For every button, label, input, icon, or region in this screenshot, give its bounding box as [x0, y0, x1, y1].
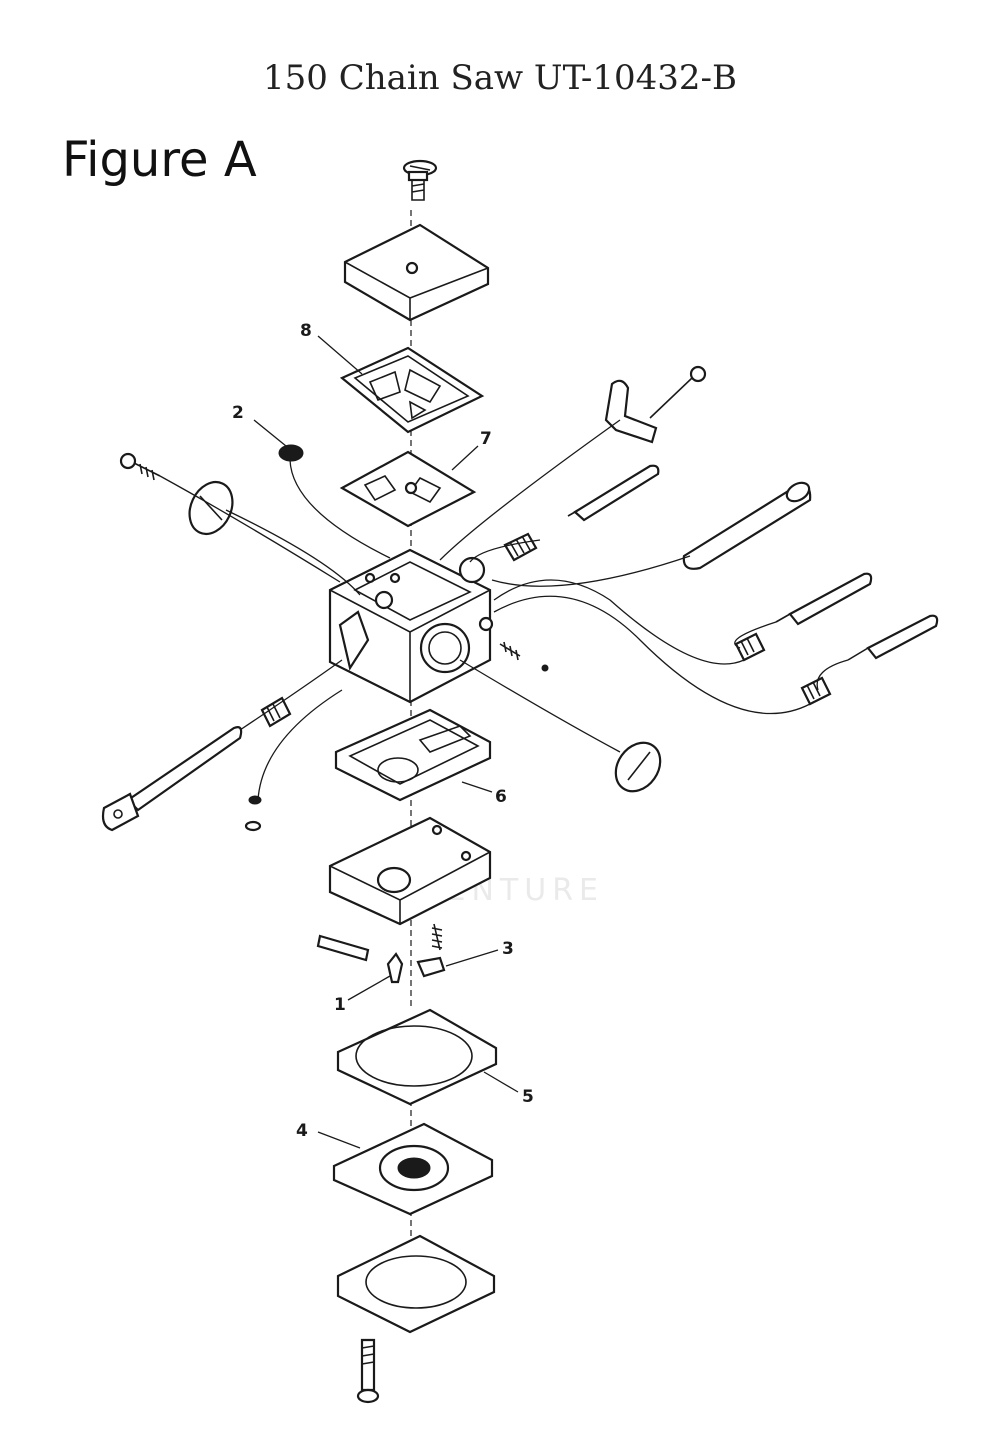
throttle-adjust-screw: [682, 481, 812, 570]
callout-2-label: 2: [232, 403, 244, 423]
diaphragm-gasket: [336, 1008, 498, 1106]
callout-7: 7: [451, 429, 492, 471]
pump-cover: [343, 223, 490, 322]
page-title: 150 Chain Saw UT-10432-B: [262, 58, 737, 98]
callout-7-label: 7: [480, 429, 492, 449]
callout-6-label: 6: [495, 787, 507, 807]
low-speed-needle: [847, 614, 939, 661]
callout-3: 3: [445, 939, 514, 967]
throttle-spring: [260, 696, 292, 728]
needle-spring-1: [503, 532, 538, 562]
idle-needle: [567, 464, 660, 522]
figure-label: Figure A: [62, 132, 257, 188]
carburetor-body: [328, 548, 494, 704]
callout-1: 1: [334, 975, 391, 1015]
callout-4-label: 4: [296, 1121, 308, 1141]
needle-spring-3: [800, 676, 832, 706]
callout-8-label: 8: [300, 321, 312, 341]
welch-plug: [278, 444, 304, 462]
cover-bottom-screw: [356, 1338, 380, 1404]
choke-shutter: [614, 741, 662, 793]
callout-8: 8: [300, 321, 363, 375]
ring-washer: [244, 795, 262, 832]
pump-diaphragm: [339, 450, 477, 528]
throttle-shaft: [101, 726, 243, 832]
callout-5: 5: [483, 1071, 534, 1107]
inlet-needle: [386, 952, 404, 984]
metering-body: [328, 816, 492, 926]
throttle-shutter: [188, 481, 234, 535]
metering-lever: [416, 956, 446, 978]
needle-spring-2: [734, 632, 766, 662]
high-speed-needle: [775, 572, 873, 626]
diaphragm-cover: [336, 1234, 496, 1334]
metering-spring: [431, 923, 443, 951]
pump-gasket: [339, 346, 485, 434]
callout-5-label: 5: [522, 1087, 534, 1107]
metering-gasket: [334, 708, 492, 802]
lever-pin: [316, 934, 370, 962]
choke-lever: [604, 365, 707, 444]
detent-spring: [499, 641, 549, 672]
metering-diaphragm: [332, 1122, 494, 1216]
callout-2: 2: [232, 403, 287, 447]
throttle-screw: [119, 452, 161, 481]
callout-4: 4: [296, 1121, 361, 1149]
callout-3-label: 3: [502, 939, 514, 959]
leader-curves: [159, 419, 849, 801]
callout-1-label: 1: [334, 995, 346, 1015]
callout-6: 6: [461, 781, 507, 807]
cover-screw: [402, 159, 438, 201]
